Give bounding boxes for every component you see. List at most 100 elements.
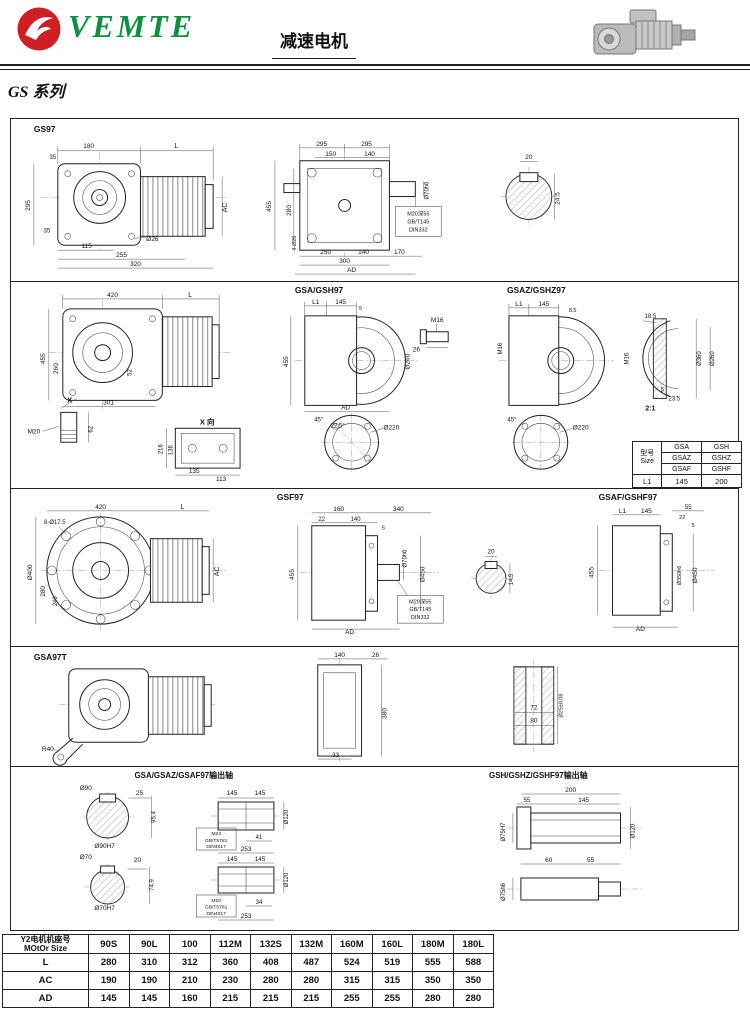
dim-label: 62 (89, 425, 95, 432)
gearmotor-product-photo (593, 9, 696, 55)
value-cell: 312 (169, 953, 211, 973)
model-cell: GSHF (700, 463, 743, 475)
value-cell: 210 (169, 971, 211, 991)
dim-label: 160 (333, 506, 344, 513)
value-cell: 315 (331, 971, 373, 991)
dim-label: Ø120 (284, 809, 290, 824)
dim-label: M20 (28, 428, 41, 435)
dim-label: M16 (498, 342, 504, 354)
dim-label: R40 (42, 746, 54, 753)
dim-label: 295 (25, 200, 32, 211)
dim-label: 295 (316, 141, 327, 148)
model-cell: 145 (661, 474, 702, 488)
dim-label: 55 (587, 857, 595, 864)
dim-label: 26 (413, 347, 421, 354)
dim-label: 420 (107, 292, 118, 299)
dim-label: 113 (216, 476, 227, 483)
dim-label: 136 (168, 445, 174, 456)
dim-label: 253 (241, 913, 252, 920)
dim-label: 20 (134, 857, 142, 864)
dim-label: AD (341, 404, 350, 411)
value-cell: 350 (452, 971, 494, 991)
dim-label: AD (636, 626, 645, 633)
motor-col-header: 112M (209, 933, 251, 955)
dim-label: M16 (431, 317, 444, 324)
dim-label: 55 (524, 798, 531, 804)
corner-line-cn: Y2电机机座号 (20, 935, 71, 944)
dim-label: 380 (381, 708, 388, 719)
dim-label: 455 (40, 353, 47, 364)
table-row: 型号 Size GSA GSH (631, 441, 743, 475)
dim-label: 72 (530, 704, 538, 711)
dim-label: Ø90H7 (94, 843, 115, 850)
dim-label: Ø90 (80, 785, 93, 792)
dim-label: 216 (158, 444, 164, 455)
dim-label: Ø220 (573, 424, 589, 431)
value-cell: 255 (371, 989, 413, 1009)
dim-label: L (174, 143, 178, 150)
dim-label: Ø120 (630, 823, 636, 838)
value-cell: 350 (412, 971, 454, 991)
dim-label: Ø350h6 (677, 566, 683, 585)
dim-label: AD (345, 629, 354, 636)
dim-label: 301 (103, 399, 114, 406)
dim-label: 22.5° (331, 423, 346, 429)
dim-label: L1 (619, 508, 627, 515)
dim-label: 45° (314, 417, 324, 423)
dim-label: 170 (394, 249, 405, 256)
dim-label: Ø26 (146, 236, 159, 243)
dim-label: 140 (334, 652, 345, 659)
value-cell: 487 (290, 953, 332, 973)
model-cell: GSAZ (661, 452, 702, 464)
motor-table-corner: Y2电机机座号 MOtOr Size (2, 933, 89, 955)
value-cell: 588 (452, 953, 494, 973)
dim-label: 24.5 (555, 192, 562, 205)
dim-label: M24 (211, 831, 221, 837)
dim-label: Ø75H7 (501, 822, 507, 842)
dim-label: 200 (565, 787, 576, 794)
dim-label: 45° (507, 417, 517, 423)
dim-label: 180 (83, 143, 94, 150)
dim-label: GB/T145 (409, 607, 431, 613)
dim-label: Ø220 (384, 424, 400, 431)
dim-label: DIN332 (409, 227, 428, 233)
motor-col-header: 160L (371, 933, 413, 955)
motor-col-header: 132M (290, 933, 332, 955)
model-cell: GSAF (661, 463, 702, 475)
dim-label: GB/T145 (407, 219, 429, 225)
dim-label: M20深55 (409, 597, 431, 605)
dim-label: 115 (82, 243, 93, 250)
model-header-en: Size (640, 458, 655, 465)
dim-label: 22 (679, 515, 685, 521)
dim-label: Ø75h6 (501, 882, 507, 901)
dim-label: Ø70h6 (402, 549, 408, 568)
value-cell: 160 (169, 989, 211, 1009)
dim-label: 255 (116, 252, 127, 259)
dim-label: 250 (320, 249, 331, 256)
header-rule-thick (0, 64, 750, 66)
dim-label: 2:1 (645, 405, 655, 412)
model-cell: GSA (661, 441, 702, 453)
view-title: GSH/GSHZ/GSHF97输出轴 (489, 770, 588, 780)
dim-label: 240 (53, 596, 59, 607)
dim-label: 145 (335, 299, 346, 306)
view-title: GSAF/GSHF97 (599, 492, 658, 502)
dim-label: 5 (382, 526, 385, 532)
dim-label: 74.9 (149, 879, 155, 891)
motor-col-header: 160M (331, 933, 373, 955)
dim-label: L (180, 504, 184, 511)
value-cell: 145 (88, 989, 130, 1009)
dim-label: 34 (256, 900, 263, 906)
series-label: GS 系列 (8, 84, 65, 101)
model-cell: GSHZ (700, 452, 743, 464)
motor-col-header: 180L (452, 933, 494, 955)
value-cell: 524 (331, 953, 373, 973)
